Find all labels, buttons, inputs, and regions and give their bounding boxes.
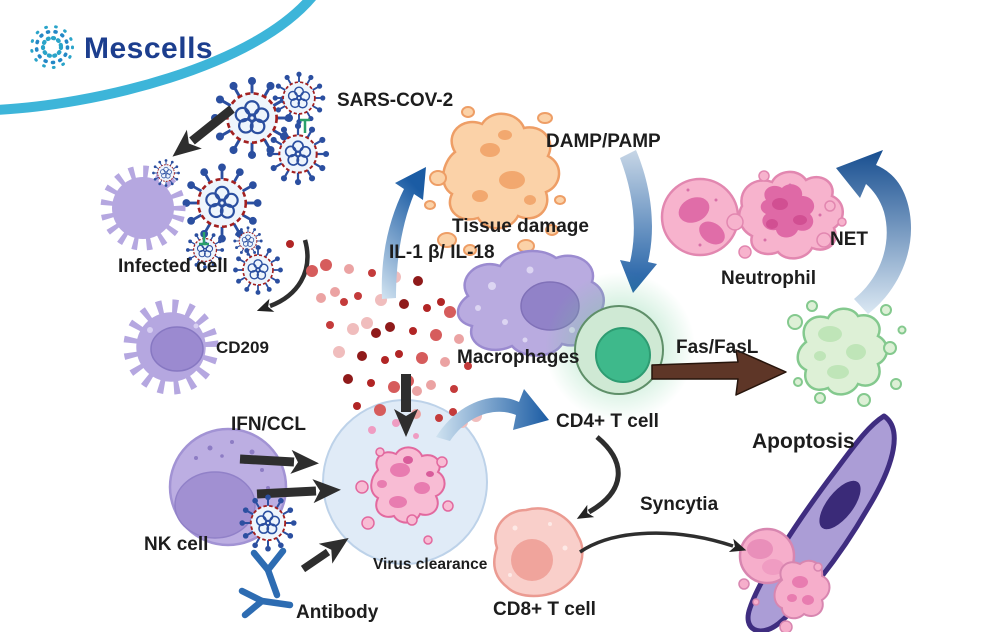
arrow-virus-to-infected-cell bbox=[172, 105, 235, 157]
sars-cov-2-virus-cluster bbox=[181, 70, 331, 296]
label-tissue-damage: Tissue damage bbox=[452, 216, 589, 237]
label-apoptosis: Apoptosis bbox=[752, 430, 855, 453]
arrow-cd4-to-cd8 bbox=[576, 435, 621, 519]
label-ifn-ccl: IFN/CCL bbox=[231, 414, 306, 435]
apoptosis-fragments bbox=[787, 300, 907, 407]
label-syncytia: Syncytia bbox=[640, 494, 719, 515]
arrow-syncytia bbox=[579, 531, 747, 554]
label-net: NET bbox=[830, 229, 868, 250]
label-macrophages: Macrophages bbox=[457, 347, 579, 368]
label-antibody: Antibody bbox=[296, 602, 379, 623]
arrow-infected-to-shedding bbox=[256, 239, 310, 312]
arrow-nk-to-clearance bbox=[239, 449, 319, 474]
tissue-damage-cell bbox=[424, 106, 566, 256]
cd8-t-cell bbox=[493, 507, 584, 598]
arrow-fas-fasl bbox=[651, 349, 787, 396]
label-fas-fasl: Fas/FasL bbox=[676, 337, 759, 358]
virus-particle-dots bbox=[286, 240, 482, 428]
arrow-clearance-to-cd4 bbox=[436, 389, 549, 441]
label-cd4-t-cell: CD4+ T cell bbox=[556, 411, 659, 432]
arrow-nk2-to-clearance bbox=[256, 479, 341, 504]
brand-logo-icon bbox=[30, 25, 74, 69]
label-damp-pamp: DAMP/PAMP bbox=[546, 131, 661, 152]
label-nk-cell: NK cell bbox=[144, 534, 208, 555]
syncytia-cells bbox=[738, 527, 831, 632]
arrow-antibody-to-clearance bbox=[300, 537, 349, 573]
arrow-il1-cycle-up bbox=[381, 167, 426, 299]
virus-debris bbox=[355, 419, 454, 545]
label-cd8-t-cell: CD8+ T cell bbox=[493, 599, 596, 620]
header-swoosh bbox=[0, 0, 316, 115]
label-cd209: CD209 bbox=[216, 338, 269, 357]
cd4-t-cell bbox=[545, 272, 695, 422]
label-virus-clearance: Virus clearance bbox=[373, 556, 488, 573]
brand-logo: Mescells bbox=[30, 25, 213, 69]
brand-name: Mescells bbox=[84, 32, 213, 65]
antibody-icons bbox=[238, 547, 294, 619]
label-sars-cov-2: SARS-COV-2 bbox=[337, 90, 453, 111]
infected-cell bbox=[100, 158, 185, 251]
label-il1-il18: IL-1 β/ IL-18 bbox=[389, 242, 495, 263]
green-receptor-marks bbox=[199, 118, 310, 246]
arrow-damp-to-cd4 bbox=[620, 150, 657, 293]
arrow-net-to-neutrophil bbox=[836, 150, 912, 314]
label-neutrophil: Neutrophil bbox=[721, 268, 816, 289]
label-infected-cell: Infected cell bbox=[118, 256, 228, 277]
cd209-cell bbox=[125, 301, 216, 392]
neutrophil-cells bbox=[660, 170, 847, 260]
